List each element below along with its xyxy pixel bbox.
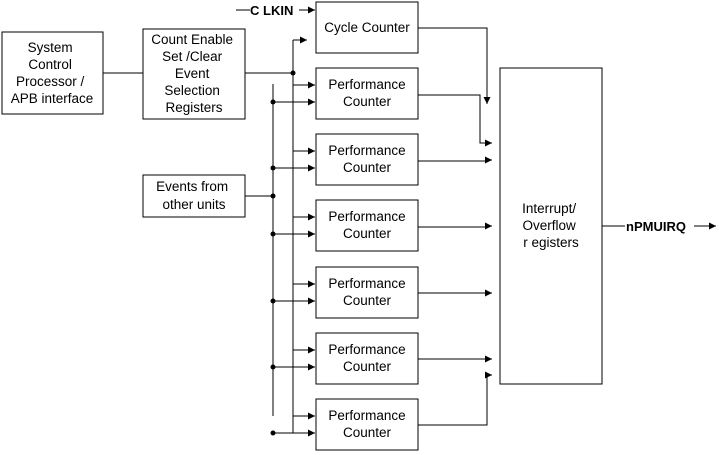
junction-dot (270, 364, 276, 370)
system-control-label: System Control Processor / APB interface (11, 40, 94, 106)
junction-dot (270, 165, 276, 171)
interrupt-overflow-registers-label: Interrupt/ Overflow r egisters (522, 201, 580, 250)
count-enable-registers-label: Count Enable Set /Clear Event Selection … (151, 32, 237, 115)
counter-overflow-arrow (418, 371, 492, 426)
counter-overflow-arrow (418, 94, 492, 147)
junction-dot (270, 231, 276, 237)
interrupt-overflow-registers-block: Interrupt/ Overflow r egisters (499, 67, 603, 385)
cycle-counter-block: Cycle Counter (315, 1, 419, 54)
system-control-block: System Control Processor / APB interface (1, 31, 104, 115)
cycle-counter-label: Cycle Counter (324, 20, 410, 35)
clock-in-label: C LKIN (250, 3, 293, 18)
events-from-other-units-label: Events from other units (156, 179, 232, 212)
junction-dot (270, 99, 276, 105)
performance-counter-block (315, 332, 419, 385)
junction-dot (270, 430, 276, 436)
junction-dot (270, 298, 276, 304)
irq-output-label: nPMUIRQ (626, 219, 686, 234)
performance-counter-block (315, 266, 419, 319)
events-from-other-units-block: Events from other units (142, 174, 246, 218)
count-enable-registers-block: Count Enable Set /Clear Event Selection … (142, 28, 246, 120)
counter-overflow-arrow (418, 222, 492, 230)
performance-counter-block (315, 199, 419, 252)
performance-counter-block (315, 133, 419, 186)
cycle-counter-overflow-arrow (418, 27, 491, 104)
counter-overflow-arrow (418, 156, 492, 164)
performance-counter-block (315, 398, 419, 451)
performance-counter-block (315, 67, 419, 120)
